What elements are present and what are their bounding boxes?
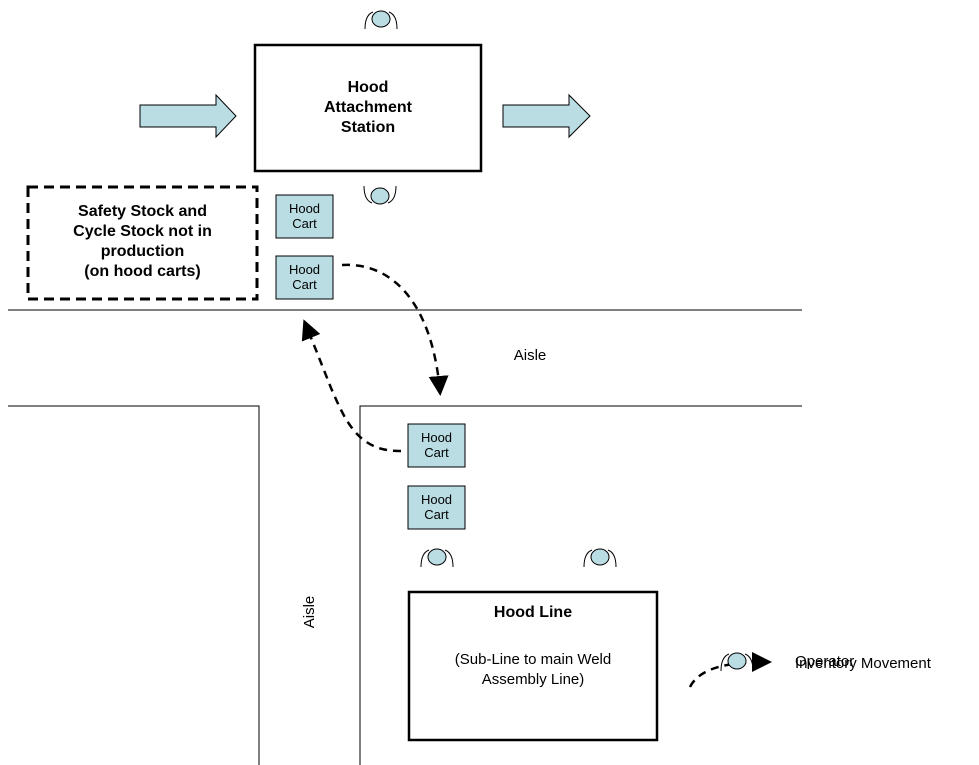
hood-cart-label: Hood Cart [420,492,453,522]
hood-cart [275,255,334,300]
aisle-vertical-label: Aisle [301,595,318,629]
operator-icon [363,185,397,205]
operator-icon [364,10,398,30]
inflow-arrow-icon [139,93,237,139]
legend-operator-label: Operator [795,653,855,670]
hood-cart [275,194,334,239]
operator-icon [720,652,754,672]
hood-line-title: Hood Line [493,604,573,621]
dashed-arrow-icon [688,652,772,688]
operator-icon [420,548,454,568]
hood-cart-label: Hood Cart [288,201,321,231]
aisle-line [359,405,802,765]
inventory-movement-arrow [341,263,449,396]
safety-stock-box [26,185,259,301]
operator-icon [583,548,617,568]
hood-cart-label: Hood Cart [288,262,321,292]
hood-cart-label: Hood Cart [420,430,453,460]
inventory-movement-arrow [301,319,402,453]
outflow-arrow-icon [502,93,591,139]
hood-attachment-station-label: Hood Attachment Station [323,79,412,136]
hood-line-subtitle: (Sub-Line to main Weld Assembly Line) [454,651,612,688]
aisle-line [8,405,260,765]
aisle-horizontal-label: Aisle [513,347,547,364]
hood-line-box [407,590,659,742]
legend-movement-label: Inventory Movement [795,655,931,672]
hood-cart [407,423,466,468]
safety-stock-label: Safety Stock and Cycle Stock not in prod… [73,203,212,280]
hood-cart [407,485,466,530]
hood-attachment-station-box [253,43,483,173]
